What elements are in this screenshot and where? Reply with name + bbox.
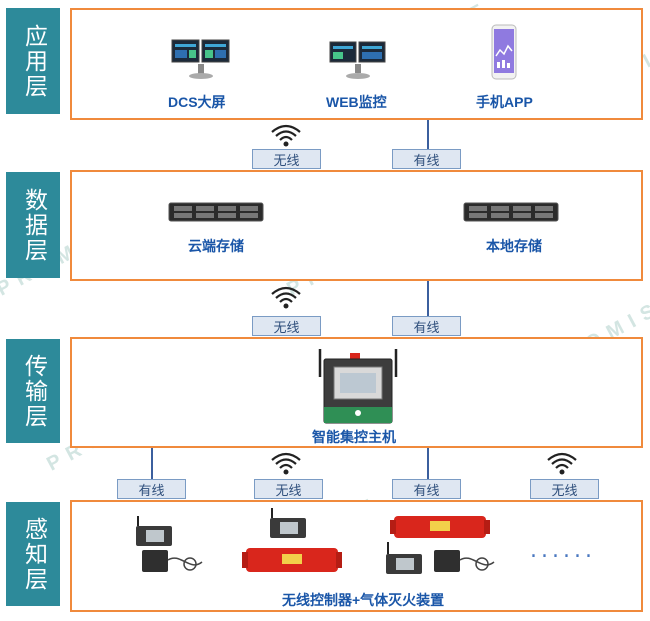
wifi-icon bbox=[270, 450, 302, 480]
link-wireless: 无线 bbox=[252, 149, 321, 169]
cloud-storage-caption: 云端存储 bbox=[188, 238, 244, 254]
server-icon bbox=[168, 202, 264, 226]
web-caption: WEB监控 bbox=[326, 94, 387, 110]
wifi-icon bbox=[546, 450, 578, 480]
link-wired: 有线 bbox=[117, 479, 186, 499]
more-devices-ellipsis: ...... bbox=[530, 538, 596, 563]
wired-link-line bbox=[427, 448, 429, 480]
sensing-layer-panel: ...... 无线控制器+气体灭火装置 bbox=[70, 500, 643, 612]
wired-link-line bbox=[151, 448, 153, 480]
wired-link-line bbox=[427, 281, 429, 317]
application-layer-panel: DCS大屏 WEB监控 手机APP bbox=[70, 8, 643, 120]
app-caption: 手机APP bbox=[476, 94, 533, 110]
layer-label-text: 应用层 bbox=[20, 23, 47, 99]
wireless-controller-icon bbox=[268, 506, 308, 544]
link-wireless: 无线 bbox=[252, 316, 321, 336]
layer-label-text: 传输层 bbox=[20, 353, 47, 429]
link-wired: 有线 bbox=[392, 316, 461, 336]
layer-label-text: 感知层 bbox=[20, 516, 47, 592]
link-wired: 有线 bbox=[392, 149, 461, 169]
sensing-caption: 无线控制器+气体灭火装置 bbox=[282, 592, 445, 608]
wired-link-line bbox=[427, 120, 429, 150]
dcs-caption: DCS大屏 bbox=[168, 94, 226, 110]
link-wired: 有线 bbox=[392, 479, 461, 499]
wireless-controller-icon bbox=[134, 514, 174, 552]
layer-label-data: 数据层 bbox=[6, 172, 60, 278]
wireless-controller-icon bbox=[432, 548, 498, 582]
phone-icon bbox=[491, 24, 517, 84]
wifi-icon bbox=[270, 284, 302, 314]
server-icon bbox=[463, 202, 559, 226]
local-storage-caption: 本地存储 bbox=[486, 238, 542, 254]
layer-label-sensing: 感知层 bbox=[6, 502, 60, 606]
layer-label-application: 应用层 bbox=[6, 8, 60, 114]
wireless-controller-icon bbox=[384, 540, 424, 580]
fire-extinguisher-icon bbox=[242, 542, 342, 582]
layer-label-text: 数据层 bbox=[20, 187, 47, 263]
wireless-controller-icon bbox=[140, 548, 206, 582]
monitor-icon bbox=[170, 38, 232, 86]
data-layer-panel: 云端存储 本地存储 bbox=[70, 170, 643, 281]
link-wireless: 无线 bbox=[530, 479, 599, 499]
wifi-icon bbox=[270, 122, 302, 152]
host-caption: 智能集控主机 bbox=[312, 429, 396, 445]
transport-layer-panel: 智能集控主机 bbox=[70, 337, 643, 448]
link-wireless: 无线 bbox=[254, 479, 323, 499]
control-cabinet-icon bbox=[312, 347, 404, 431]
fire-extinguisher-icon bbox=[390, 512, 490, 546]
monitor-icon bbox=[328, 40, 388, 86]
layer-label-transport: 传输层 bbox=[6, 339, 60, 443]
